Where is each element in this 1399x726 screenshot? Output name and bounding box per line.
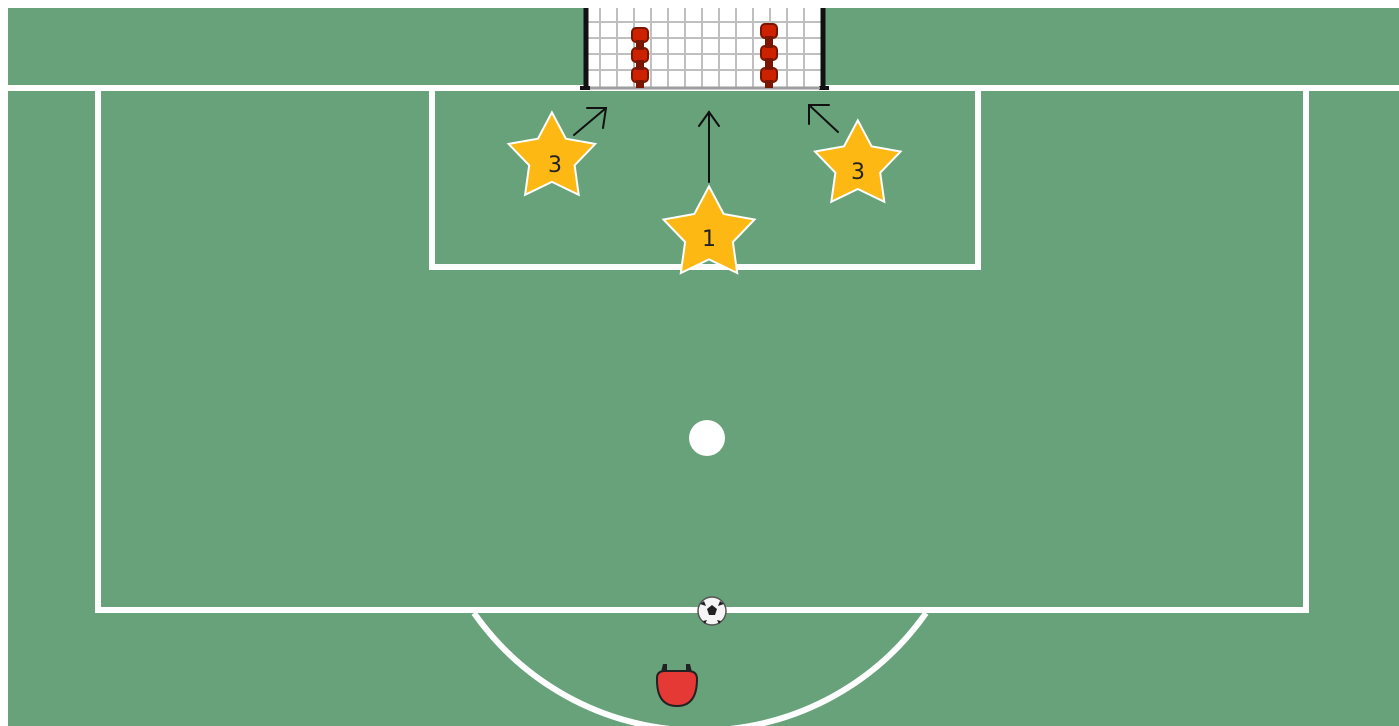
soccer-ball-icon bbox=[698, 597, 726, 625]
cone-icon bbox=[632, 28, 648, 42]
cone-icon bbox=[761, 68, 777, 82]
cone-stack-right bbox=[761, 24, 777, 88]
cone-stack-left bbox=[632, 28, 648, 88]
penalty-spot bbox=[689, 420, 725, 456]
star-label-right: 3 bbox=[851, 160, 865, 185]
cone-icon bbox=[632, 48, 648, 62]
star-label-center: 1 bbox=[702, 227, 716, 252]
cone-icon bbox=[761, 46, 777, 60]
star-label-left: 3 bbox=[548, 153, 562, 178]
player-marker-icon bbox=[657, 664, 697, 706]
cone-icon bbox=[632, 68, 648, 82]
goal-net-icon bbox=[580, 8, 829, 90]
cone-icon bbox=[761, 24, 777, 38]
